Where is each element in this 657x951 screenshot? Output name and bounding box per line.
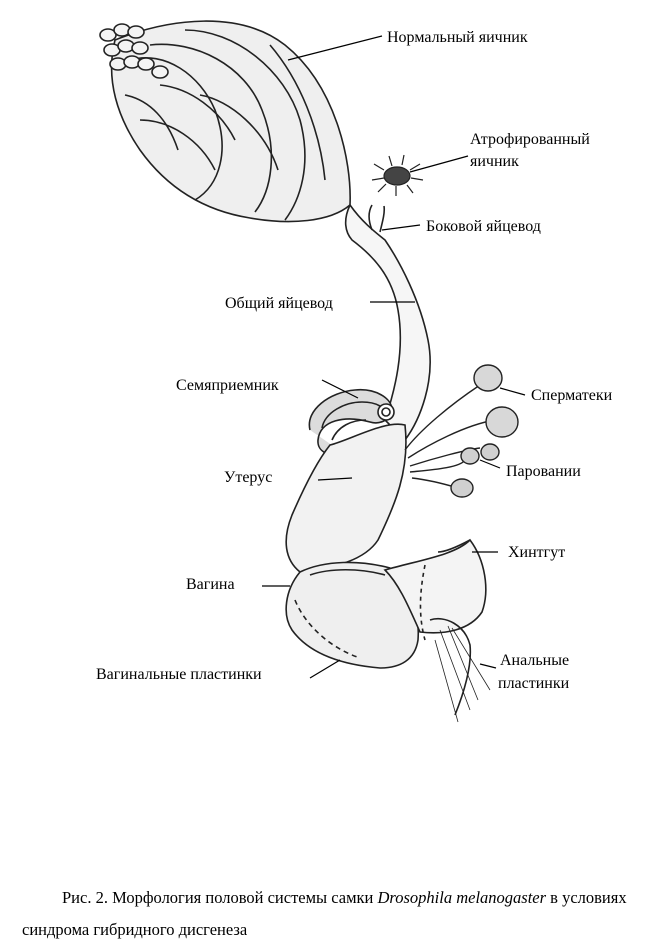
leader-vaginal-plates: [309, 659, 341, 679]
label-hindgut: Хинтгут: [508, 544, 566, 561]
reproductive-system-diagram: [99, 20, 526, 723]
label-parovaria: Паровании: [506, 463, 581, 480]
caption-species: Drosophila melanogaster: [377, 888, 547, 907]
leader-atrophied-ovary: [409, 155, 469, 173]
label-vaginal-plates: Вагинальные пластинки: [96, 666, 262, 683]
label-common-oviduct: Общий яйцевод: [225, 295, 333, 312]
leader-seminal-receptacle: [321, 379, 359, 399]
label-uterus: Утерус: [224, 469, 273, 486]
leader-lines: [262, 35, 526, 679]
atrophied-ovary-drawing: [371, 154, 424, 196]
label-spermathecae: Сперматеки: [531, 387, 613, 404]
leader-normal-ovary: [287, 35, 383, 61]
normal-ovary-drawing: [99, 20, 351, 223]
caption-suffix: в условиях синдрома гибридного дисгенеза: [22, 888, 627, 939]
leader-lateral-oviduct: [381, 224, 421, 231]
label-normal-ovary: Нормальный яичник: [387, 29, 528, 46]
label-seminal-receptacle: Семяприемник: [176, 377, 279, 394]
label-lateral-oviduct: Боковой яйцевод: [426, 218, 541, 235]
leader-parovaria: [479, 459, 501, 469]
spermathecae-drawing: [404, 364, 519, 498]
leader-spermathecae: [499, 387, 526, 396]
caption-prefix: Рис. 2. Морфология половой системы самки: [62, 888, 378, 907]
seminal-receptacle-drawing: [308, 388, 395, 456]
leader-uterus: [317, 477, 353, 481]
label-atrophied-ovary-line1: Атрофированный: [470, 131, 590, 148]
label-anal-plates-line1: Анальные: [500, 652, 570, 669]
label-vagina: Вагина: [186, 576, 235, 593]
label-anal-plates-line2: пластинки: [498, 675, 570, 692]
figure-caption: Рис. 2. Морфология половой системы самки…: [22, 882, 647, 946]
uterus-drawing: [285, 423, 420, 669]
leader-anal-plates: [479, 663, 497, 669]
hindgut-drawing: [383, 538, 491, 723]
label-atrophied-ovary-line2: яичник: [470, 153, 519, 170]
